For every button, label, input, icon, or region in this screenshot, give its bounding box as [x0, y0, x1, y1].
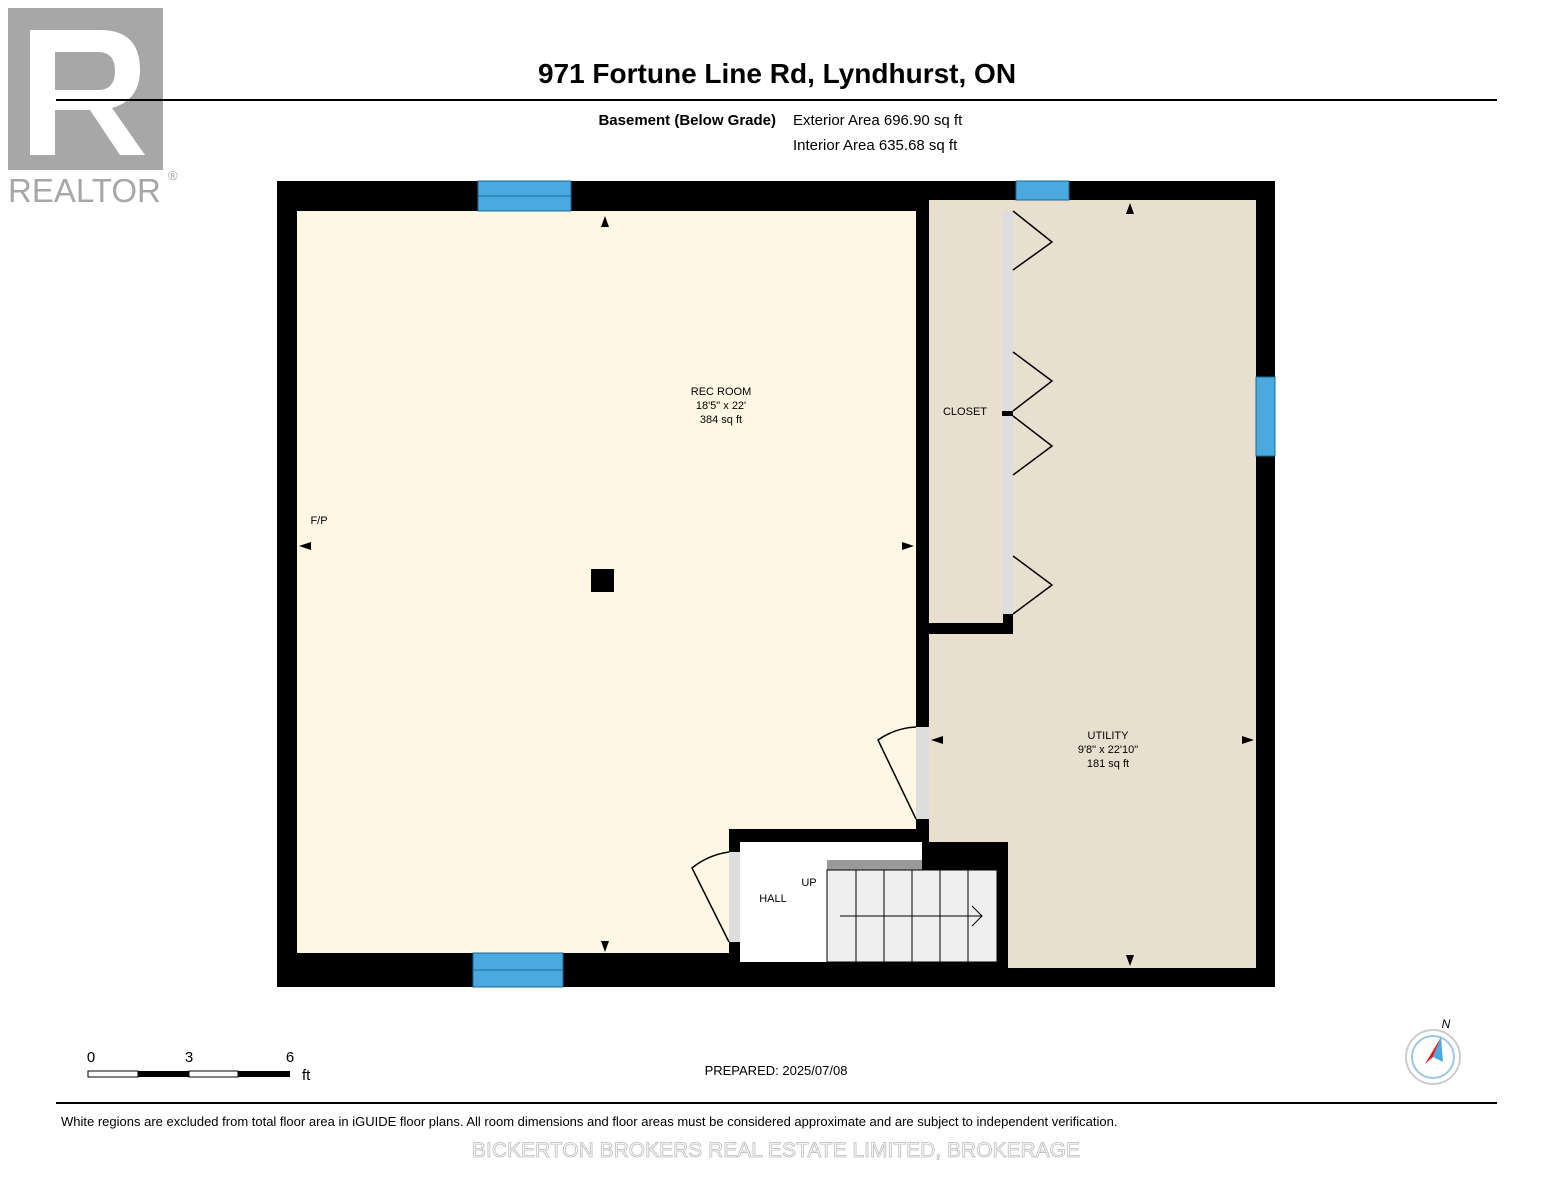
- hall-name: HALL: [759, 893, 787, 905]
- svg-text:3: 3: [185, 1049, 193, 1066]
- closet-wall: [929, 623, 1013, 634]
- disclaimer: White regions are excluded from total fl…: [61, 1114, 1117, 1129]
- utility-name: UTILITY: [1088, 730, 1130, 742]
- prepared-date: PREPARED: 2025/07/08: [705, 1063, 848, 1078]
- svg-text:ft: ft: [302, 1067, 311, 1084]
- rec-room-dims: 18'5" x 22': [696, 400, 746, 412]
- rec-room-name: REC ROOM: [691, 386, 752, 398]
- exterior-area: Exterior Area 696.90 sq ft: [793, 112, 963, 129]
- interior-area: Interior Area 635.68 sq ft: [793, 137, 958, 154]
- brokerage-watermark: BICKERTON BROKERS REAL ESTATE LIMITED, B…: [472, 1139, 1080, 1162]
- utility-dims: 9'8" x 22'10": [1078, 744, 1138, 756]
- closet-bifold-doors: [1012, 210, 1054, 615]
- fireplace-label: F/P: [310, 515, 327, 527]
- door-swing: [877, 726, 917, 820]
- closet-area: [929, 200, 1003, 623]
- realtor-wordmark: REALTOR: [8, 172, 161, 209]
- floor-label: Basement (Below Grade): [598, 112, 776, 129]
- registered-mark: ®: [168, 168, 178, 183]
- utility-area-text: 181 sq ft: [1087, 758, 1129, 770]
- window: [472, 180, 1276, 988]
- stairs-up-label: UP: [801, 877, 816, 889]
- realtor-r-mark: [30, 30, 145, 155]
- realtor-logo: REALTOR ®: [8, 8, 178, 209]
- closet-name: CLOSET: [943, 406, 987, 418]
- svg-text:0: 0: [87, 1049, 95, 1066]
- floor-plan: REC ROOM 18'5" x 22' 384 sq ft UTILITY 9…: [277, 180, 1276, 988]
- scale-bar: 0 3 6 ft: [87, 1049, 311, 1084]
- rec-room-area-text: 384 sq ft: [700, 414, 742, 426]
- column: [591, 569, 614, 592]
- compass-icon: N: [1405, 1017, 1461, 1085]
- door-swing: [691, 851, 730, 943]
- svg-text:6: 6: [286, 1049, 294, 1066]
- page-title: 971 Fortune Line Rd, Lyndhurst, ON: [538, 58, 1016, 89]
- dimension-arrows: [299, 203, 1254, 966]
- svg-text:N: N: [1442, 1017, 1451, 1031]
